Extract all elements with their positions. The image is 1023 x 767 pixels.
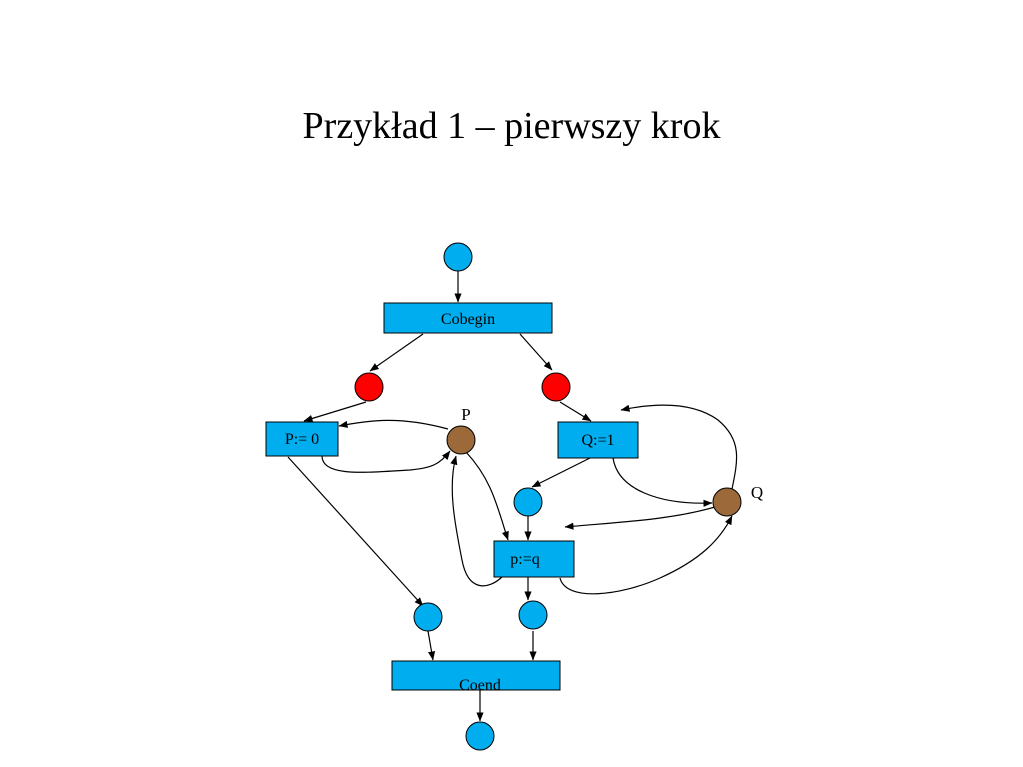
transition-pq-assign: p:=q (493, 540, 575, 578)
transition-coend: Coend (391, 660, 561, 694)
place-label-q: Q (751, 483, 763, 502)
edges (287, 271, 738, 722)
transition-cobegin: Cobegin (383, 302, 553, 334)
start-place (443, 242, 473, 272)
variable-p-place (446, 425, 476, 455)
edge-q-assign-to-mid-place (531, 457, 591, 488)
edge-place-q-to-pq-assign (564, 506, 716, 530)
transition-cobegin-label: Cobegin (441, 311, 495, 328)
edge-pq-assign-to-place-p (450, 455, 503, 587)
places (354, 242, 742, 751)
edge-place-p-to-p-assign (338, 419, 449, 430)
edge-cobegin-to-right-place (519, 333, 553, 371)
edge-left-place-to-p-assign (303, 401, 367, 422)
slide-title: Przykład 1 – pierwszy krok (302, 105, 721, 147)
transition-pq-assign-label: p:=q (510, 551, 539, 568)
edge-p-assign-to-coend-left-place (287, 456, 424, 607)
right-active-place (541, 372, 571, 402)
edge-cobegin-to-left-place (369, 333, 424, 372)
edge-pq-assign-to-place-q (559, 515, 733, 595)
transition-p-assign: P:= 0 (265, 421, 339, 457)
transition-q-assign-label: Q:=1 (581, 432, 614, 449)
transition-q-assign: Q:=1 (557, 421, 639, 459)
left-lower-place (413, 602, 443, 632)
left-active-place (354, 372, 384, 402)
transitions: Cobegin P:= 0 Q:=1 p:=q Coend (265, 302, 639, 694)
edge-left-lower-place-to-coend (427, 630, 436, 661)
edge-p-assign-to-place-p (321, 450, 451, 473)
transition-p-assign-label: P:= 0 (285, 431, 319, 448)
variable-q-place (712, 487, 742, 517)
middle-place (513, 487, 543, 517)
edge-place-p-to-pq-assign (465, 451, 509, 541)
transition-coend-label: Coend (459, 677, 501, 694)
edge-right-place-to-q-assign (559, 401, 592, 422)
edge-q-assign-to-place-q (612, 457, 713, 507)
end-place (465, 721, 495, 751)
edge-place-q-to-q-assign (620, 404, 738, 490)
place-label-p: P (461, 405, 470, 424)
right-lower-place (518, 600, 548, 630)
